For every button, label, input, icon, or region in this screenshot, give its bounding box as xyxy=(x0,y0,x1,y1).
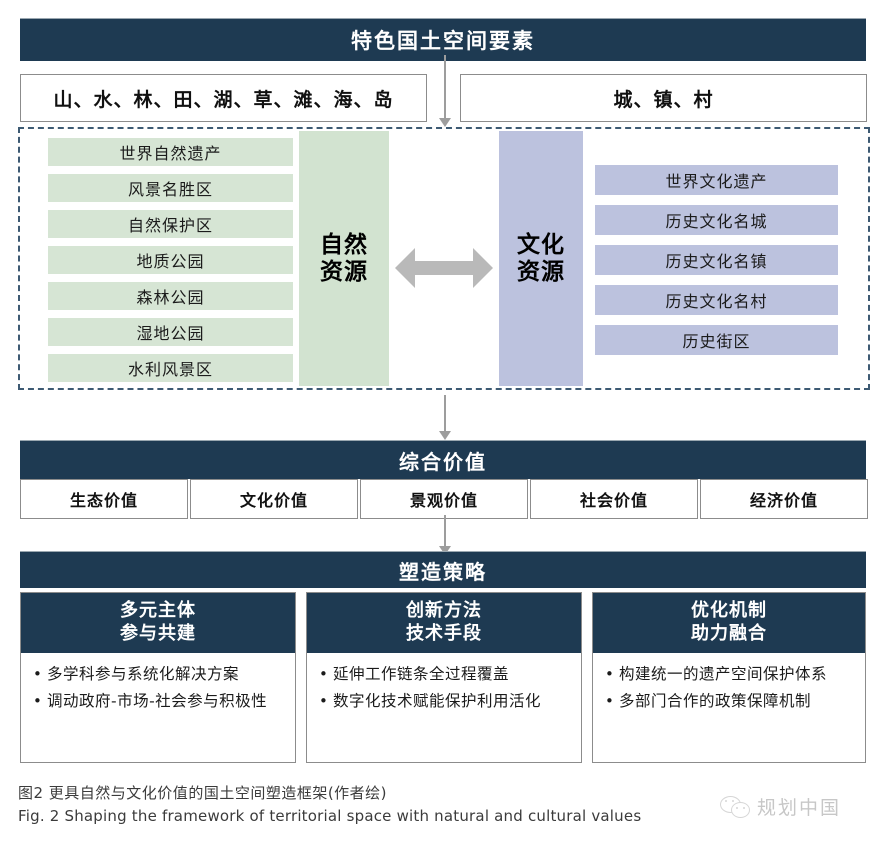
list-item: 多部门合作的政策保障机制 xyxy=(605,690,859,713)
strategy-card-header: 优化机制 助力融合 xyxy=(593,593,865,653)
list-item: 数字化技术赋能保护利用活化 xyxy=(319,690,575,713)
figure-caption: 图2 更具自然与文化价值的国土空间塑造框架(作者绘) Fig. 2 Shapin… xyxy=(18,782,708,829)
value-section-title: 综合价值 xyxy=(20,440,866,479)
natural-resource-label-line2: 资源 xyxy=(320,258,368,285)
urban-elements-box: 城、镇、村 xyxy=(460,74,867,122)
list-item: 调动政府-市场-社会参与积极性 xyxy=(33,690,289,713)
natural-resource-label-line1: 自然 xyxy=(320,232,368,259)
cultural-resource-column: 文化 资源 xyxy=(499,131,583,386)
wechat-icon xyxy=(720,795,750,818)
caption-english: Fig. 2 Shaping the framework of territor… xyxy=(18,807,642,826)
list-item: 构建统一的遗产空间保护体系 xyxy=(605,663,859,686)
list-item: 湿地公园 xyxy=(48,318,293,346)
strategy-card-body: 延伸工作链条全过程覆盖 数字化技术赋能保护利用活化 xyxy=(307,653,581,714)
value-box-cultural: 文化价值 xyxy=(190,479,358,519)
strategy-card-body: 构建统一的遗产空间保护体系 多部门合作的政策保障机制 xyxy=(593,653,865,714)
list-item: 延伸工作链条全过程覆盖 xyxy=(319,663,575,686)
list-item: 多学科参与系统化解决方案 xyxy=(33,663,289,686)
list-item: 历史街区 xyxy=(595,325,838,355)
value-box-economic: 经济价值 xyxy=(700,479,868,519)
list-item: 历史文化名城 xyxy=(595,205,838,235)
arrow-resources-to-value xyxy=(438,395,452,440)
value-box-landscape: 景观价值 xyxy=(360,479,528,519)
strategy-card-innovation: 创新方法 技术手段 延伸工作链条全过程覆盖 数字化技术赋能保护利用活化 xyxy=(306,592,582,763)
list-item: 世界自然遗产 xyxy=(48,138,293,166)
list-item: 世界文化遗产 xyxy=(595,165,838,195)
value-box-social: 社会价值 xyxy=(530,479,698,519)
strategy-header-line2: 参与共建 xyxy=(120,622,196,644)
strategy-card-header: 创新方法 技术手段 xyxy=(307,593,581,653)
top-section-title: 特色国土空间要素 xyxy=(20,18,866,61)
list-item: 自然保护区 xyxy=(48,210,293,238)
strategy-header-line1: 创新方法 xyxy=(406,600,482,621)
strategy-card-mechanism: 优化机制 助力融合 构建统一的遗产空间保护体系 多部门合作的政策保障机制 xyxy=(592,592,866,763)
strategy-card-header: 多元主体 参与共建 xyxy=(21,593,295,653)
strategy-card-body: 多学科参与系统化解决方案 调动政府-市场-社会参与积极性 xyxy=(21,653,295,714)
strategy-card-multi-actor: 多元主体 参与共建 多学科参与系统化解决方案 调动政府-市场-社会参与积极性 xyxy=(20,592,296,763)
value-box-ecological: 生态价值 xyxy=(20,479,188,519)
natural-resource-column: 自然 资源 xyxy=(299,131,389,386)
watermark: 规划中国 xyxy=(720,793,841,820)
list-item: 历史文化名镇 xyxy=(595,245,838,275)
arrow-value-to-strategy xyxy=(438,515,452,555)
list-item: 森林公园 xyxy=(48,282,293,310)
natural-elements-box: 山、水、林、田、湖、草、滩、海、岛 xyxy=(20,74,427,122)
list-item: 历史文化名村 xyxy=(595,285,838,315)
strategy-header-line2: 技术手段 xyxy=(406,622,482,644)
cultural-resource-label-line1: 文化 xyxy=(517,232,565,259)
list-item: 地质公园 xyxy=(48,246,293,274)
strategy-header-line1: 多元主体 xyxy=(120,600,196,621)
list-item: 风景名胜区 xyxy=(48,174,293,202)
bidirectional-arrow-icon xyxy=(395,248,493,288)
caption-chinese: 图2 更具自然与文化价值的国土空间塑造框架(作者绘) xyxy=(18,784,388,802)
strategy-header-line1: 优化机制 xyxy=(691,600,767,621)
cultural-resource-label-line2: 资源 xyxy=(517,258,565,285)
arrow-top-to-resources xyxy=(438,55,452,127)
strategy-section-title: 塑造策略 xyxy=(20,551,866,588)
watermark-text: 规划中国 xyxy=(757,797,842,819)
strategy-header-line2: 助力融合 xyxy=(691,622,767,644)
list-item: 水利风景区 xyxy=(48,354,293,382)
